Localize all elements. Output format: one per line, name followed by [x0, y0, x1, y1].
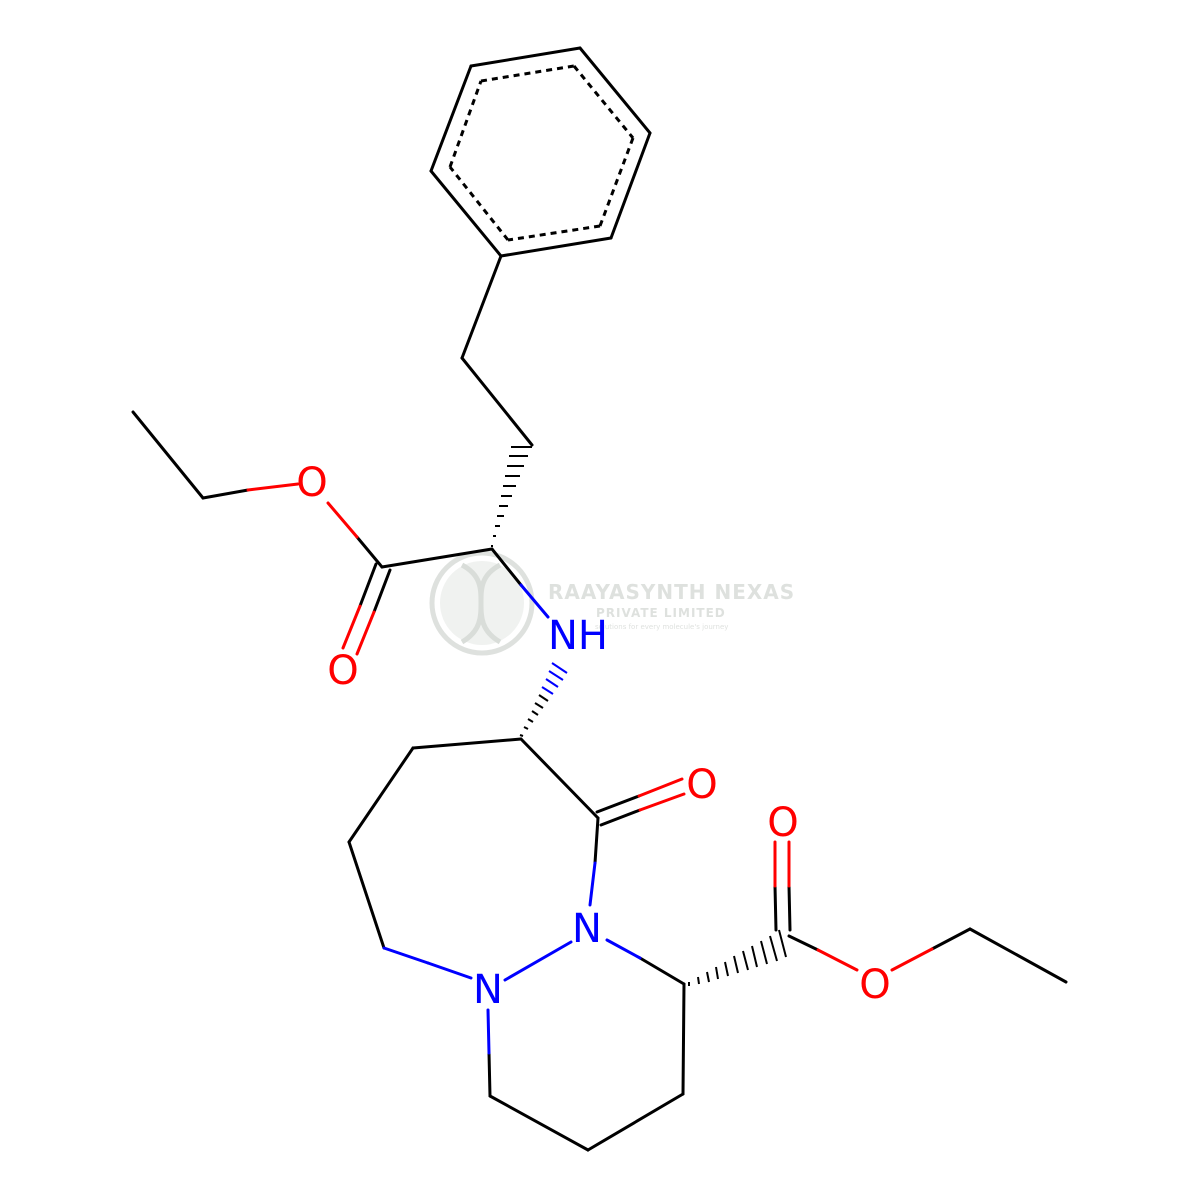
bond: [578, 46, 652, 135]
aromatic-bonds: [448, 64, 635, 242]
bond: [380, 547, 494, 569]
bond: [347, 840, 386, 950]
bond: [469, 46, 582, 68]
bond: [355, 610, 376, 656]
bond: [488, 1094, 590, 1152]
bond: [773, 884, 778, 932]
bond: [519, 737, 600, 820]
bond: [599, 808, 642, 827]
oxygen-atom-label: O: [859, 962, 890, 1008]
bond: [460, 254, 503, 360]
bond: [426, 961, 473, 980]
bond: [341, 604, 362, 650]
bond: [588, 861, 597, 907]
bond: [347, 746, 415, 844]
company-watermark: RAAYASYNTH NEXAS PRIVATE LIMITED solutio…: [429, 550, 795, 656]
bond: [890, 947, 934, 972]
bond: [507, 224, 601, 242]
nitrogen-atom-label: N: [572, 906, 602, 952]
hashed-wedge-bond: [491, 446, 532, 547]
nitrogen-bonds: [382, 583, 642, 1055]
bond: [372, 568, 392, 614]
bond: [382, 946, 430, 965]
watermark-company-name: RAAYASYNTH NEXAS: [548, 580, 795, 604]
bond: [246, 482, 300, 492]
hashed-wedge-bond: [519, 662, 568, 737]
bond: [519, 583, 550, 619]
bond: [638, 792, 686, 812]
bond: [787, 934, 820, 952]
oxygen-bonds: [246, 482, 934, 972]
bond: [503, 940, 573, 982]
oxygen-atom-label: O: [296, 460, 327, 506]
bond: [598, 137, 635, 227]
oxygen-atom-label: O: [686, 762, 717, 808]
bond: [448, 166, 510, 241]
bond: [460, 356, 534, 447]
bond: [572, 65, 635, 139]
watermark-subtitle: PRIVATE LIMITED: [596, 606, 726, 620]
bond: [486, 1008, 491, 1055]
stereo-wedges: [491, 446, 787, 986]
dna-helix-icon: [429, 550, 535, 656]
amine-atom-label: NH: [548, 613, 608, 659]
bond: [429, 64, 473, 173]
bond: [968, 927, 1068, 984]
bond: [499, 236, 613, 258]
bond: [681, 982, 686, 1096]
bond: [609, 131, 652, 240]
bond: [605, 938, 642, 960]
bond: [411, 737, 523, 750]
bond: [816, 948, 859, 972]
bond: [586, 1092, 685, 1152]
carbon-skeleton: [131, 46, 1068, 1152]
bond: [448, 80, 483, 168]
hashed-wedge-bond: [688, 929, 787, 986]
atom-labels: O O NH O O N N O: [296, 460, 890, 1013]
bond: [490, 547, 523, 587]
bond: [930, 927, 972, 951]
bond: [355, 535, 384, 569]
oxygen-atom-label: O: [767, 800, 798, 846]
bond: [429, 169, 503, 258]
oxygen-atom-label: O: [327, 648, 358, 694]
bond: [638, 956, 686, 986]
bond: [326, 501, 359, 539]
bond: [787, 884, 792, 932]
nitrogen-atom-label: N: [473, 967, 503, 1013]
bond: [480, 64, 575, 83]
bond: [131, 410, 205, 500]
watermark-tagline: solutions for every molecule's journey: [595, 623, 728, 631]
bond: [595, 794, 641, 814]
bond: [593, 816, 600, 865]
bond: [358, 562, 378, 608]
bond: [637, 777, 684, 798]
bond: [487, 1051, 492, 1098]
bond: [201, 488, 250, 500]
